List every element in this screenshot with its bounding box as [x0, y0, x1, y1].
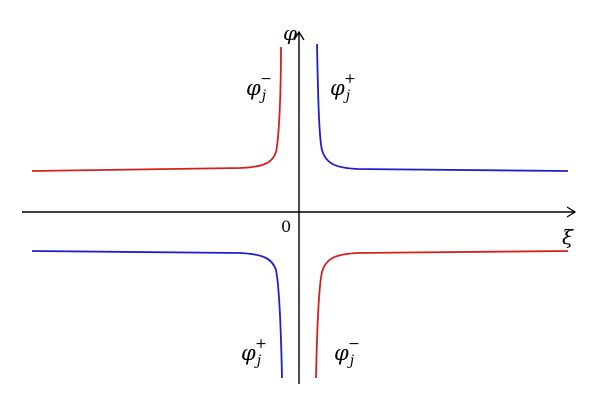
- label-lower-left: φj+: [241, 336, 267, 369]
- curve-upper-right: [316, 43, 569, 172]
- curve-lower-left: [31, 250, 283, 379]
- phi-axis-label: φ: [283, 21, 297, 45]
- label-lower-right: φj−: [334, 336, 360, 369]
- label-upper-left: φj−: [246, 71, 272, 104]
- curve-upper-left: [31, 46, 282, 172]
- xi-axis-label: ξ: [562, 225, 574, 249]
- origin-label: 0: [281, 217, 291, 236]
- curve-lower-right: [315, 250, 569, 379]
- label-upper-right: φj+: [330, 71, 356, 104]
